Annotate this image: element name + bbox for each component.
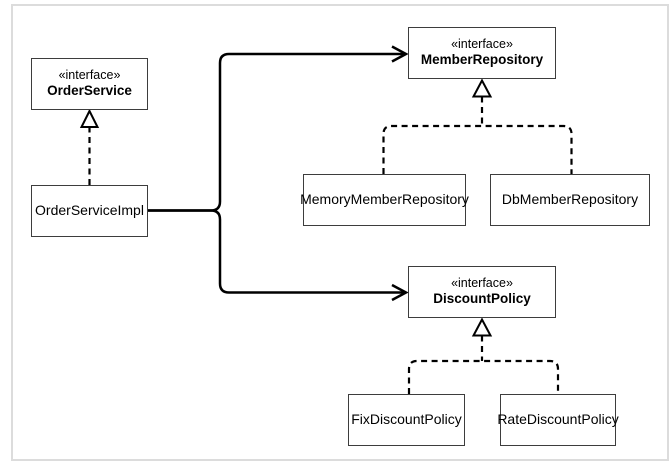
class-box-order-service: «interface» OrderService [31, 58, 148, 110]
hollow-triangle-arrowhead-icon [471, 78, 493, 98]
stereotype-label: «interface» [58, 67, 121, 82]
class-name: RateDiscountPolicy [497, 411, 619, 428]
realization-branch-line [407, 359, 560, 394]
dependency-line [148, 209, 406, 294]
realization-edge-discountpolicy-impls [407, 317, 560, 394]
hollow-triangle-arrowhead-icon [471, 317, 493, 337]
dependency-edge-orderserviceimpl-discountpolicy [148, 209, 409, 302]
class-name: MemoryMemberRepository [300, 191, 469, 208]
open-arrowhead-icon [391, 283, 409, 302]
class-box-rate-discount-policy: RateDiscountPolicy [497, 394, 619, 446]
class-box-db-member-repository: DbMemberRepository [490, 174, 650, 226]
stereotype-label: «interface» [451, 36, 513, 51]
class-box-memory-member-repository: MemoryMemberRepository [300, 174, 469, 226]
class-name: DiscountPolicy [433, 291, 531, 307]
realization-edge-memberrepository-impls [382, 78, 573, 174]
class-box-fix-discount-policy: FixDiscountPolicy [348, 394, 465, 446]
class-name: MemberRepository [420, 52, 544, 68]
class-name: OrderServiceImpl [35, 202, 144, 219]
class-name: FixDiscountPolicy [351, 411, 462, 428]
class-box-order-service-impl: OrderServiceImpl [31, 185, 148, 237]
class-name: DbMemberRepository [501, 191, 639, 208]
realization-branch-line [382, 124, 573, 174]
class-name: OrderService [47, 83, 132, 99]
realization-edge-orderserviceimpl-orderservice [79, 108, 100, 185]
open-arrowhead-icon [391, 45, 409, 63]
class-box-discount-policy: «interface» DiscountPolicy [408, 266, 556, 318]
stereotype-label: «interface» [451, 275, 513, 290]
class-box-member-repository: «interface» MemberRepository [408, 27, 556, 79]
hollow-triangle-arrowhead-icon [79, 108, 100, 128]
